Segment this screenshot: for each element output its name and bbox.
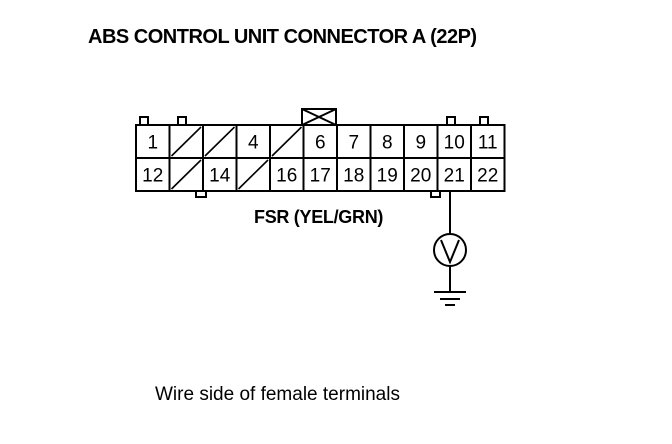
voltmeter-icon xyxy=(433,233,467,292)
mount-tab xyxy=(177,116,187,125)
terminal-1: 1 xyxy=(147,133,158,154)
terminal-7: 7 xyxy=(348,133,359,154)
terminal-22: 22 xyxy=(477,166,498,187)
terminal-18: 18 xyxy=(343,166,364,187)
empty-cavity xyxy=(271,126,303,157)
terminal-20: 20 xyxy=(410,166,431,187)
lock-tab xyxy=(301,108,337,126)
terminal-21: 21 xyxy=(444,166,465,187)
diagram-title: ABS CONTROL UNIT CONNECTOR A (22P) xyxy=(88,26,477,48)
terminal-8: 8 xyxy=(382,133,393,154)
terminal-14: 14 xyxy=(209,166,231,187)
ground-icon xyxy=(434,291,466,306)
wire-label: FSR (YEL/GRN) xyxy=(254,207,384,227)
terminal-4: 4 xyxy=(248,133,259,154)
terminal-16: 16 xyxy=(276,166,297,187)
terminal-12: 12 xyxy=(142,166,163,187)
view-caption: Wire side of female terminals xyxy=(155,384,400,405)
mount-tab xyxy=(139,116,149,125)
empty-cavity xyxy=(170,126,202,157)
empty-cavity xyxy=(170,159,202,190)
mount-tab xyxy=(479,116,489,125)
terminal-17: 17 xyxy=(310,166,331,187)
terminal-19: 19 xyxy=(377,166,398,187)
terminal-9: 9 xyxy=(415,133,426,154)
empty-cavity xyxy=(237,159,269,190)
mount-tab xyxy=(446,116,456,125)
terminal-6: 6 xyxy=(315,133,326,154)
empty-cavity xyxy=(204,126,236,157)
terminal-11: 11 xyxy=(478,133,498,154)
latch-notch xyxy=(430,191,441,198)
terminal-10: 10 xyxy=(444,133,465,154)
latch-notch xyxy=(195,191,207,198)
